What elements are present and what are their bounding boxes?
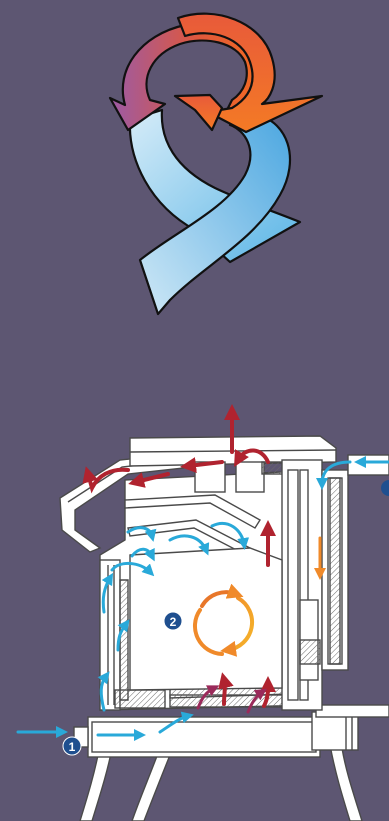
airflow-arrows xyxy=(16,404,389,741)
stove-leg-left xyxy=(79,744,113,821)
stove-left-wall xyxy=(99,559,121,711)
combustion-circulation-icon xyxy=(192,583,255,657)
logo-hot-loop xyxy=(176,12,324,134)
stove-cutaway xyxy=(59,435,389,821)
stove-leg-right xyxy=(329,744,363,821)
badge-1-label: 1 xyxy=(69,740,76,754)
airflow-ribbon-logo-icon xyxy=(108,12,324,316)
hot-air-arrow-exit-left xyxy=(82,466,130,494)
badge-1: 1 xyxy=(62,736,82,756)
combustion-chamber xyxy=(129,547,283,691)
logo-blue-ribbon-right xyxy=(138,110,292,316)
badge-3-partial xyxy=(381,480,389,496)
stove-leg-middle xyxy=(131,747,173,821)
badge-2: 2 xyxy=(163,611,183,631)
badge-2-label: 2 xyxy=(170,615,177,629)
hot-air-arrow-baffle xyxy=(180,457,224,474)
baffle-plate xyxy=(124,494,261,529)
